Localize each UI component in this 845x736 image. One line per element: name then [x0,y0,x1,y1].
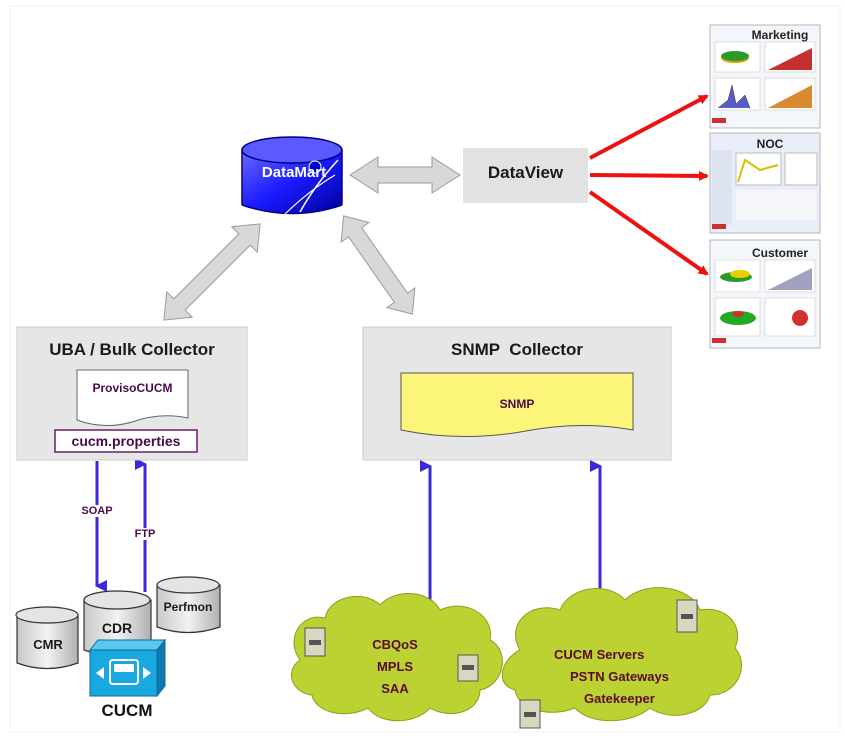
datamart-database-icon [241,136,343,215]
cmr-label: CMR [33,637,63,652]
dataview-box [463,148,588,203]
cloud-left-text: CBQoS MPLS SAA [345,634,445,700]
router-icon-1 [304,627,326,657]
router-icon-4 [519,699,541,729]
report-title-noc: NOC [756,137,784,151]
snmp-document-shape [400,372,634,438]
cdr-label: CDR [101,620,133,636]
router-icon-3 [676,599,698,633]
cucm-properties-box [54,429,198,453]
cucm-label: CUCM [101,701,153,720]
report-thumbnail-marketing [709,24,821,129]
cmr-database-icon [15,606,79,670]
red-arrow-marketing [589,94,709,160]
report-title-marketing: Marketing [751,28,809,42]
network-cloud-left [290,593,503,722]
cloud-left-line-1: CBQoS [372,637,418,652]
snmp-collector-title: SNMP Collector [451,340,583,359]
perfmon-database-icon [156,576,221,634]
cloud-left-line-3: SAA [381,681,409,696]
double-arrow-datamart-dataview [349,156,461,194]
dataview-label: DataView [487,163,564,182]
report-title-customer: Customer [751,246,808,260]
double-arrow-datamart-uba [163,223,261,321]
uba-collector-title: UBA / Bulk Collector [49,340,215,359]
perfmon-label: Perfmon [163,600,213,614]
report-thumbnail-customer [709,239,821,349]
cloud-right-text: CUCM Servers PSTN Gateways Gatekeeper [548,644,718,710]
router-icon-2 [457,654,479,682]
cloud-right-line-2: PSTN Gateways [570,669,669,684]
cloud-right-line-1: CUCM Servers [554,647,645,662]
provisocucm-label: ProvisoCUCM [92,381,173,395]
double-arrow-datamart-snmp [340,215,416,315]
report-thumbnail-noc [709,132,821,234]
datamart-label: DataMart [261,164,327,181]
cloud-right-line-3: Gatekeeper [584,691,655,706]
red-arrow-noc [589,170,709,181]
cloud-left-line-2: MPLS [376,659,414,674]
cucm-properties-label: cucm.properties [71,433,181,449]
ftp-label: FTP [130,528,160,540]
red-arrow-customer [588,190,709,276]
soap-label: SOAP [77,505,117,517]
provisocucm-document-shape [76,369,189,426]
snmp-doc-label: SNMP [499,397,535,411]
cucm-device-icon [88,638,167,698]
